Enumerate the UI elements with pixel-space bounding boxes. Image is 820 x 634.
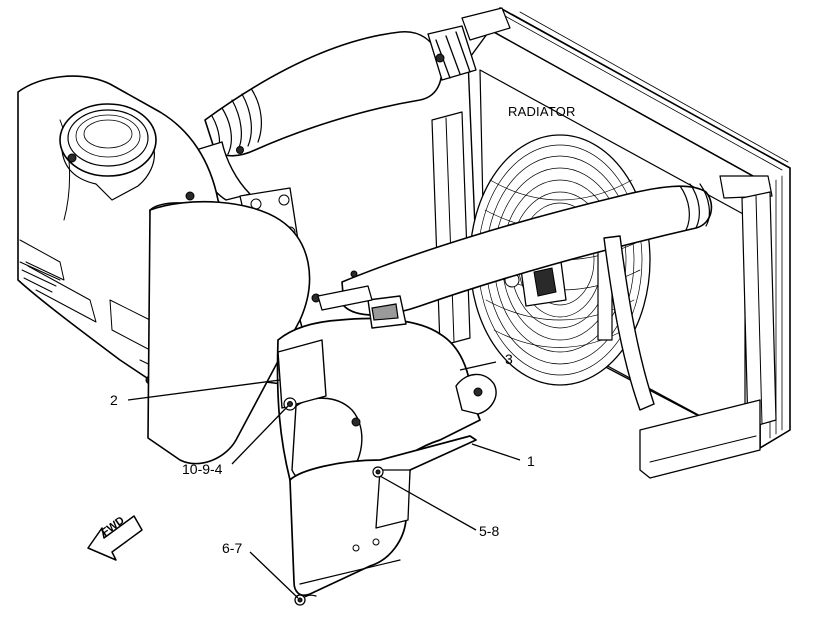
callout-2: 2 — [110, 392, 118, 408]
fwd-arrow-icon — [87, 515, 143, 561]
callout-leaders — [127, 361, 521, 599]
callout-6-7: 6-7 — [222, 540, 243, 556]
radiator-label: RADIATOR — [508, 104, 576, 119]
callout-5-8: 5-8 — [479, 523, 500, 539]
lower-hose — [341, 183, 713, 411]
callout-3: 3 — [505, 351, 513, 367]
lower-bracket — [289, 435, 477, 606]
hose-clamp-icon — [427, 25, 477, 81]
callout-10-9-4: 10-9-4 — [182, 461, 223, 477]
outlet-tube — [147, 200, 311, 465]
callout-1: 1 — [527, 453, 535, 469]
upper-hose — [195, 25, 477, 201]
